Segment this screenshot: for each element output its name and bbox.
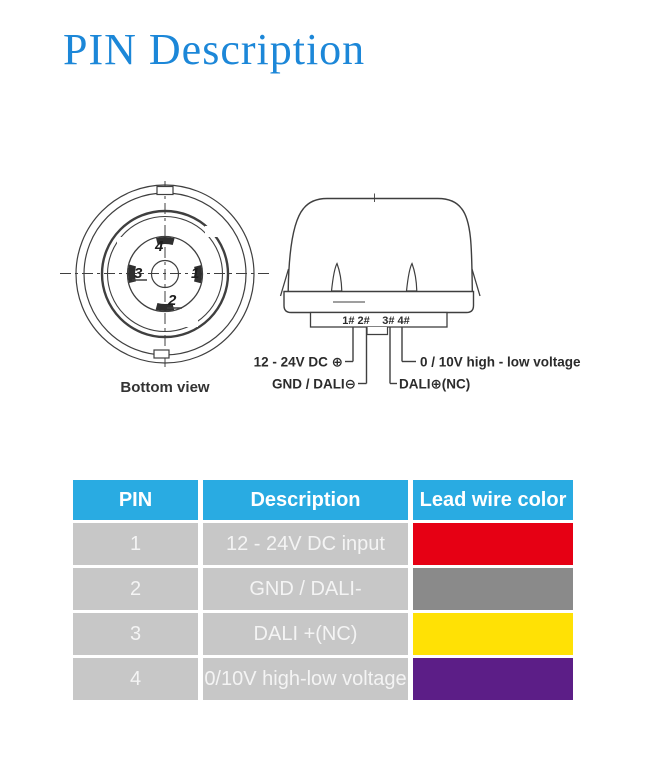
annotation-pin4: 0 / 10V high - low voltage (420, 355, 581, 370)
dome-outline (287, 197, 473, 292)
pin-number-1: 1 (191, 265, 199, 282)
ring-notch (205, 226, 220, 237)
table-row-2-description: GND / DALI- (203, 568, 408, 610)
table-row-1-description: 12 - 24V DC input (203, 523, 408, 565)
pin-slots-arcs (128, 237, 202, 311)
bottom-view-label: Bottom view (120, 379, 210, 396)
pin-number-3: 3 (134, 265, 143, 282)
annotation-pin3: DALI⊕(NC) (399, 377, 470, 392)
top-tab (156, 185, 174, 196)
table-row-2-pin: 2 (73, 568, 198, 610)
table-row-4-description: 0/10V high-low voltage (203, 658, 408, 700)
center-hole-circle (150, 259, 180, 289)
right-fin (405, 262, 418, 292)
ring-notch (117, 237, 132, 248)
lead-wire-color-swatch-purple (413, 658, 573, 700)
connector-notch (366, 327, 389, 336)
table-header-lead-wire-color: Lead wire color (413, 480, 573, 520)
flange (283, 290, 475, 314)
table-header-pin: PIN (73, 480, 198, 520)
lead-wire-color-swatch-gray (413, 568, 573, 610)
bottom-tab (153, 349, 170, 359)
device-diagram: 4 1 3 2 Bottom view 1# 2# 3# 4# 12 - 24V… (60, 181, 581, 396)
left-ear (279, 268, 290, 297)
table-header-description: Description (203, 480, 408, 520)
pin-description-table: PIN Description Lead wire color 1 12 - 2… (73, 480, 573, 700)
lock-ring-circle (100, 209, 230, 339)
lead-wire-color-swatch-red (413, 523, 573, 565)
table-row-3-description: DALI +(NC) (203, 613, 408, 655)
page-title: PIN Description (63, 25, 366, 74)
table-row-4-pin: 4 (73, 658, 198, 700)
pin-number-2: 2 (167, 292, 177, 309)
outer-circle (75, 184, 255, 364)
connector-pins-right-label: 3# 4# (382, 315, 410, 327)
annotation-pin1: 12 - 24V DC ⊕ (254, 355, 343, 370)
pin-number-4: 4 (154, 238, 164, 255)
bottom-view-drawing (60, 181, 272, 367)
ring-notch (183, 316, 198, 327)
lead-wire-color-swatch-yellow (413, 613, 573, 655)
left-fin (330, 262, 343, 292)
annotation-pin2: GND / DALI⊖ (272, 377, 356, 392)
connector-pins-left-label: 1# 2# (342, 315, 370, 327)
table-row-1-pin: 1 (73, 523, 198, 565)
connector-base (309, 311, 448, 328)
right-ear (471, 268, 481, 297)
side-view-drawing (279, 193, 481, 385)
lock-ring-inner-circle (106, 215, 224, 333)
table-row-3-pin: 3 (73, 613, 198, 655)
pin-collar-circle (126, 235, 204, 313)
